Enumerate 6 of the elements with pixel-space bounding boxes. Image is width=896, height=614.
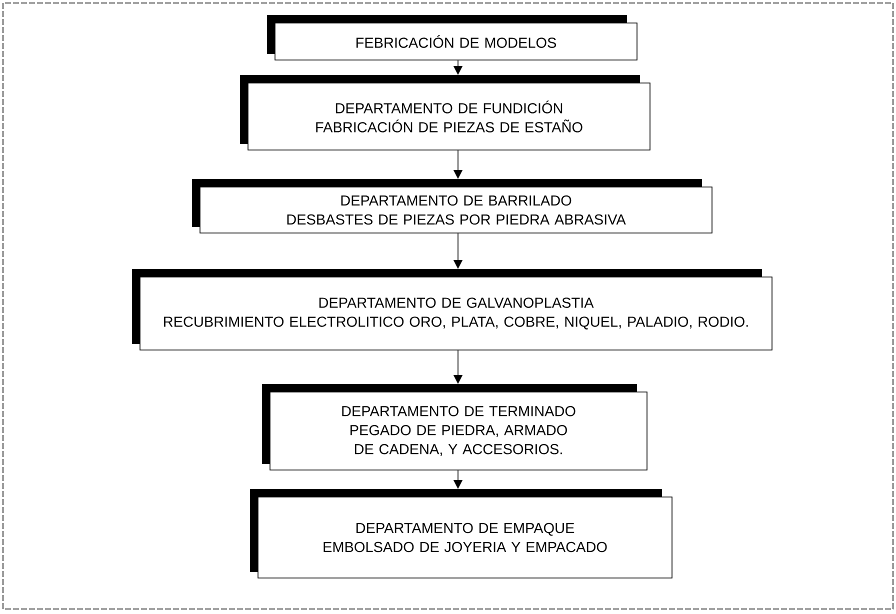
process-box: DEPARTAMENTO DE BARRILADO DESBASTES DE PIEZAS POR PIEDRA ABRASIVA	[192, 179, 712, 234]
process-box: FEBRICACIÓN DE MODELOS	[267, 15, 638, 60]
process-box: DEPARTAMENTO DE EMPAQUE EMBOLSADO DE JOYERIA Y EMPACADO	[250, 489, 672, 578]
process-box: DEPARTAMENTO DE GALVANOPLASTIA RECUBRIMIENTO ELECTROLITICO ORO, PLATA, COBRE, NIQUEL, PALADIO, RODIO.	[132, 269, 772, 350]
process-box: DEPARTAMENTO DE FUNDICIÓN FABRICACIÓN DE PIEZAS DE ESTAÑO	[240, 75, 650, 150]
process-box: DEPARTAMENTO DE TERMINADO PEGADO DE PIEDRA, ARMADO DE CADENA, Y ACCESORIOS.	[262, 384, 648, 470]
